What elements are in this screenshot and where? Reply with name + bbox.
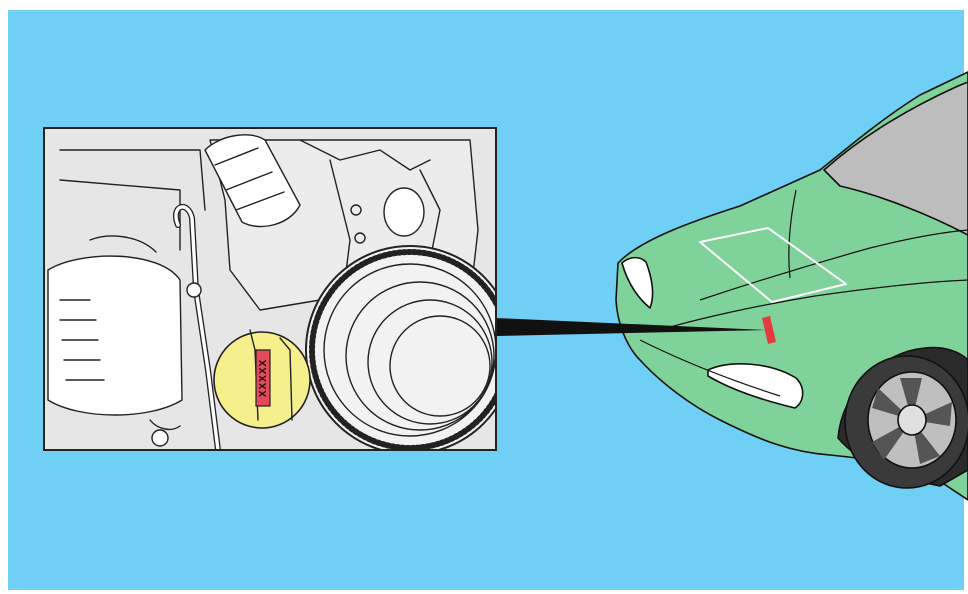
flywheel-ring <box>345 281 495 431</box>
engine-detail-line <box>329 159 351 281</box>
bolt <box>354 232 366 244</box>
engine-location-outline <box>699 227 847 303</box>
engine-number-marker <box>762 316 776 344</box>
flywheel-ring <box>389 315 491 417</box>
hood-line <box>699 229 968 301</box>
flywheel-ring <box>367 299 493 425</box>
intake-pipe <box>204 134 301 228</box>
headlight-left <box>621 256 654 309</box>
flywheel <box>305 245 495 449</box>
dipstick-tube <box>174 205 220 449</box>
windshield <box>823 81 968 236</box>
bolt <box>186 282 202 298</box>
engine-detail-inset: XXXXX <box>43 127 497 451</box>
left-component-detail <box>89 235 157 253</box>
engine-detail-line <box>299 139 431 171</box>
flywheel-teeth <box>309 249 495 449</box>
engine-detail-line <box>419 169 441 261</box>
callout-connector <box>496 318 766 336</box>
hood-line <box>659 279 968 331</box>
engine-detail-line <box>59 149 206 211</box>
engine-number-text: XXXXX <box>258 359 269 397</box>
car <box>615 71 968 501</box>
intake-pipe-detail <box>214 147 285 211</box>
bumper-line <box>639 339 781 397</box>
engine-port <box>383 187 425 237</box>
left-component <box>47 255 183 416</box>
engine-detail-line <box>59 179 181 251</box>
hood-line <box>788 189 797 279</box>
engine-id-plate <box>255 349 271 407</box>
bolt <box>151 429 169 447</box>
wheel-hub <box>897 404 927 436</box>
headlight-right <box>707 363 804 409</box>
left-component-detail <box>59 299 105 381</box>
left-component-detail <box>149 419 181 431</box>
engine-detail-line <box>279 337 293 421</box>
bolt <box>350 204 362 216</box>
flywheel-ring <box>323 263 495 437</box>
